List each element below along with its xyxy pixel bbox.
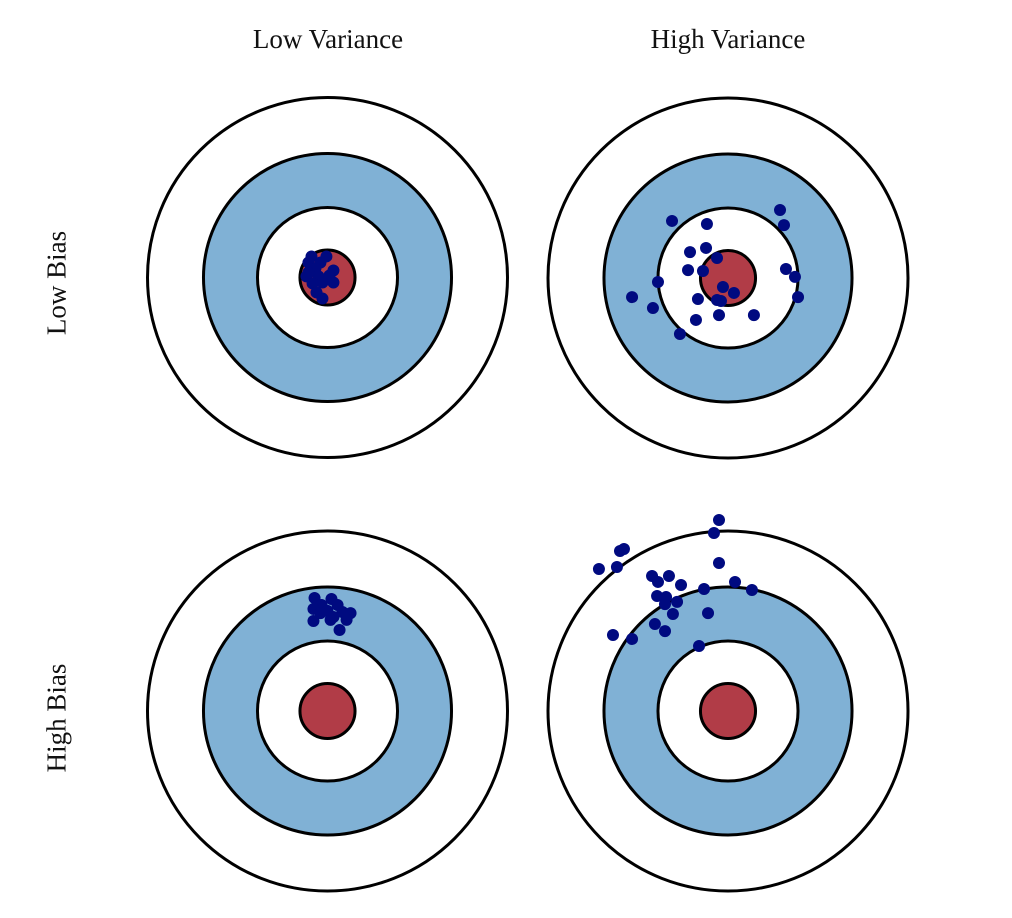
shot-dot	[327, 276, 340, 289]
shot-dot	[617, 543, 630, 555]
shot-dot	[779, 263, 792, 275]
shot-dot	[711, 252, 724, 265]
shot-dot	[324, 613, 337, 626]
shot-dot	[659, 598, 671, 611]
shot-dot	[626, 291, 639, 304]
shot-dot	[626, 633, 639, 645]
shot-dot	[306, 277, 319, 290]
shot-dot	[659, 625, 671, 638]
column-label-high-variance: High Variance	[650, 24, 806, 54]
shot-dot	[727, 286, 740, 299]
shot-dot	[307, 615, 320, 627]
shot-dot	[700, 218, 713, 230]
shot-dot	[662, 570, 675, 582]
shot-dot	[610, 561, 623, 573]
target-low-bias-high-variance	[546, 96, 910, 460]
shot-dot	[302, 266, 315, 279]
shot-dot	[333, 624, 346, 636]
shot-dot	[713, 514, 725, 527]
shot-dot	[682, 264, 695, 277]
shot-dot	[747, 309, 760, 322]
column-label-low-variance: Low Variance	[252, 24, 404, 54]
target-high-bias-high-variance	[546, 514, 910, 893]
shot-dot	[729, 575, 742, 588]
target-high-bias-low-variance	[146, 529, 509, 893]
shot-dot	[698, 582, 711, 595]
shot-dot	[689, 313, 702, 326]
shot-dot	[696, 264, 709, 277]
shot-dot	[592, 562, 605, 575]
shot-dot	[648, 618, 661, 631]
shot-dot	[707, 526, 720, 539]
shot-dot	[316, 276, 329, 289]
shot-dot	[714, 295, 727, 308]
shot-dot	[646, 302, 659, 315]
target-low-bias-low-variance	[146, 96, 509, 459]
shot-dot	[606, 629, 619, 642]
shot-dot	[788, 270, 801, 283]
shot-dot	[671, 595, 684, 608]
shot-dot	[691, 293, 704, 306]
shot-dot	[684, 246, 697, 259]
shot-dot	[713, 309, 725, 322]
bullseye	[698, 681, 758, 741]
bullseye	[298, 681, 357, 741]
shot-dot	[651, 275, 664, 288]
shot-dot	[666, 214, 679, 227]
shot-dot	[774, 203, 787, 216]
shot-dot	[673, 327, 686, 340]
shot-dot	[777, 219, 790, 232]
shot-dot	[716, 281, 729, 293]
shot-dot	[702, 607, 715, 620]
shot-dot	[666, 607, 679, 620]
shot-dot	[700, 241, 713, 254]
shot-dot	[693, 640, 706, 653]
shot-dot	[713, 557, 725, 570]
shot-dot	[745, 584, 758, 597]
shot-dot	[651, 575, 664, 588]
shot-dot	[675, 579, 688, 591]
bullseye	[698, 248, 758, 308]
shot-dot	[340, 613, 353, 626]
shot-dot	[792, 291, 805, 304]
shot-dot	[316, 292, 329, 305]
shot-dot	[314, 607, 327, 620]
shot-dot	[651, 589, 664, 602]
